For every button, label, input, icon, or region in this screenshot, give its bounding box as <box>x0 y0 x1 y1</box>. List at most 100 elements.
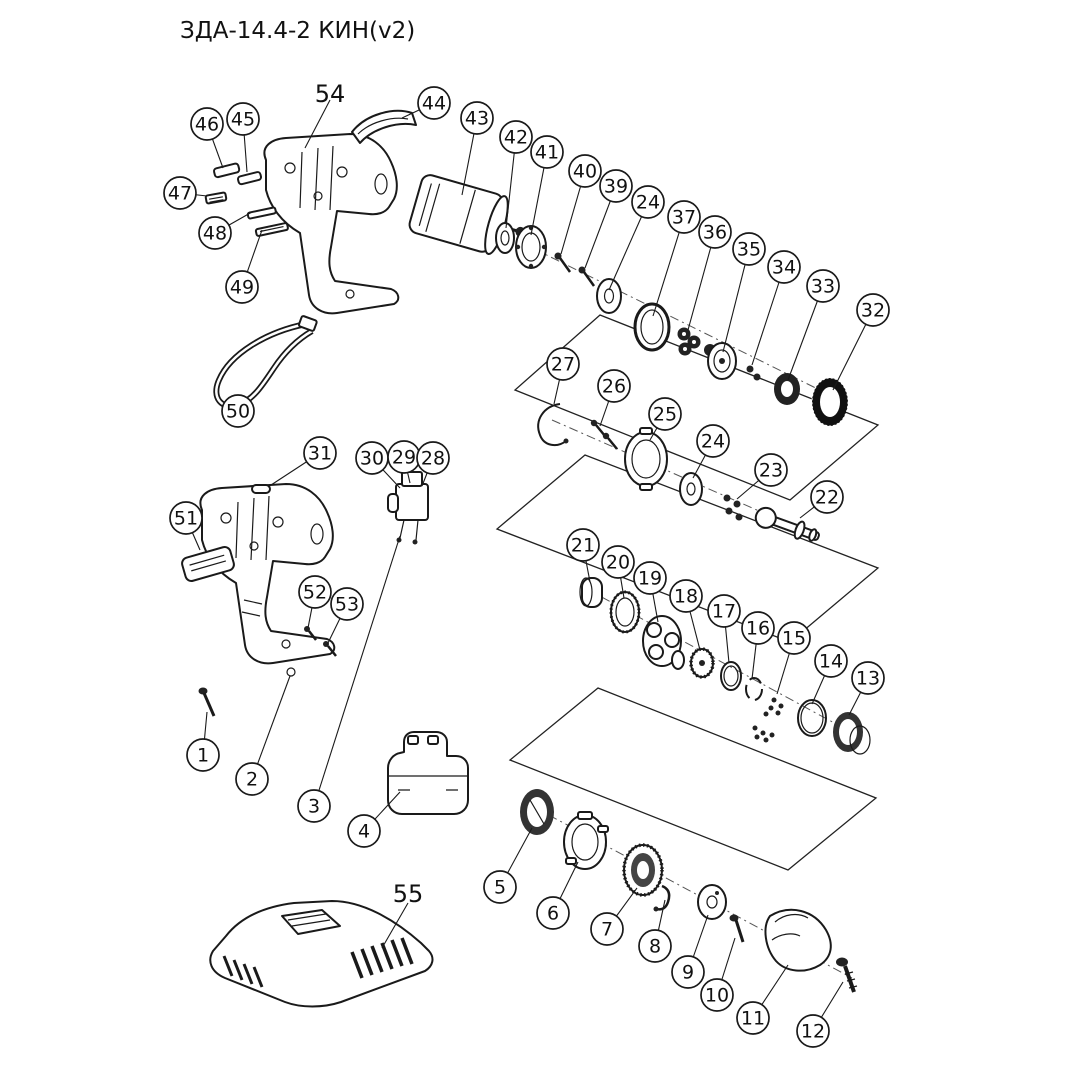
part-slider-31 <box>251 484 271 494</box>
callouts: 54 55 46 45 44 43 42 41 40 39 24 37 36 3… <box>163 80 890 1048</box>
svg-text:37: 37 <box>672 207 696 229</box>
svg-text:33: 33 <box>811 276 835 298</box>
callout-24b: 24 <box>696 424 730 458</box>
svg-text:7: 7 <box>601 919 613 941</box>
svg-text:11: 11 <box>741 1008 765 1030</box>
svg-text:9: 9 <box>682 962 694 984</box>
callout-8: 8 <box>638 929 672 963</box>
part-upper-housing <box>263 133 400 315</box>
svg-text:48: 48 <box>203 223 227 245</box>
callout-29: 29 <box>387 440 421 474</box>
svg-text:41: 41 <box>535 142 559 164</box>
svg-text:6: 6 <box>547 903 559 925</box>
callout-43: 43 <box>460 101 494 135</box>
callout-4: 4 <box>347 814 381 848</box>
callout-20: 20 <box>601 545 635 579</box>
part-screws-26 <box>590 419 618 450</box>
part-hole-2 <box>286 667 296 677</box>
svg-text:18: 18 <box>674 586 698 608</box>
part-circlip-16 <box>745 677 763 701</box>
callout-47: 47 <box>163 176 197 210</box>
part-charger <box>209 900 434 1008</box>
svg-text:40: 40 <box>573 161 597 183</box>
part-bearing-33 <box>774 373 800 405</box>
callout-34: 34 <box>767 250 801 284</box>
svg-text:36: 36 <box>703 222 727 244</box>
part-ring-5 <box>520 789 554 835</box>
svg-text:15: 15 <box>782 628 806 650</box>
svg-text:52: 52 <box>303 582 327 604</box>
part-spring-13 <box>833 712 871 755</box>
part-motor <box>408 174 526 255</box>
part-disc-9 <box>697 884 727 920</box>
svg-text:22: 22 <box>815 487 839 509</box>
svg-text:39: 39 <box>604 176 628 198</box>
callout-33: 33 <box>806 269 840 303</box>
svg-text:21: 21 <box>571 535 595 557</box>
svg-text:2: 2 <box>246 769 258 791</box>
svg-text:34: 34 <box>772 257 796 279</box>
part-ring-gear-20 <box>609 590 641 634</box>
svg-text:4: 4 <box>358 821 370 843</box>
svg-text:19: 19 <box>638 568 662 590</box>
part-pins-34 <box>746 365 761 381</box>
svg-text:47: 47 <box>168 183 192 205</box>
part-planet-gears-36 <box>677 327 701 356</box>
callout-32: 32 <box>856 293 890 327</box>
svg-text:5: 5 <box>494 877 506 899</box>
part-ring-gear-32 <box>811 377 849 427</box>
callout-30: 30 <box>355 441 389 475</box>
part-ring-14 <box>797 699 827 737</box>
svg-text:10: 10 <box>705 985 729 1007</box>
part-switch <box>387 471 429 545</box>
svg-text:42: 42 <box>504 127 528 149</box>
svg-text:27: 27 <box>551 354 575 376</box>
callout-50: 50 <box>221 394 255 428</box>
svg-text:44: 44 <box>422 93 446 115</box>
part-washer-24a <box>596 278 622 314</box>
callout-1: 1 <box>186 738 220 772</box>
part-clip-27 <box>537 403 569 447</box>
part-battery <box>387 731 469 815</box>
callout-5: 5 <box>483 870 517 904</box>
part-screw-1 <box>198 687 216 717</box>
callout-6: 6 <box>536 896 570 930</box>
svg-text:29: 29 <box>392 447 416 469</box>
callout-52: 52 <box>298 575 332 609</box>
part-screw-10 <box>729 914 745 943</box>
callout-28: 28 <box>416 441 450 475</box>
part-gear-18 <box>689 647 715 679</box>
diagram-title: ЗДА-14.4-2 КИН(v2) <box>180 18 415 44</box>
callout-3: 3 <box>297 789 331 823</box>
callout-25: 25 <box>648 397 682 431</box>
svg-text:12: 12 <box>801 1021 825 1043</box>
part-ring-gear-37 <box>633 302 671 352</box>
callout-35: 35 <box>732 232 766 266</box>
svg-text:24: 24 <box>636 192 660 214</box>
part-plate-41 <box>515 225 547 269</box>
callout-7: 7 <box>590 912 624 946</box>
callout-27: 27 <box>546 347 580 381</box>
callout-14: 14 <box>814 644 848 678</box>
part-strap <box>213 315 318 410</box>
callout-42: 42 <box>499 120 533 154</box>
part-screw-53 <box>323 641 337 657</box>
callout-10: 10 <box>700 978 734 1012</box>
svg-text:31: 31 <box>308 443 332 465</box>
callout-16: 16 <box>741 611 775 645</box>
svg-text:8: 8 <box>649 936 661 958</box>
callout-21: 21 <box>566 528 600 562</box>
svg-text:51: 51 <box>174 508 198 530</box>
svg-text:24: 24 <box>701 431 725 453</box>
callout-18: 18 <box>669 579 703 613</box>
svg-text:28: 28 <box>421 448 445 470</box>
callout-46: 46 <box>190 107 224 141</box>
svg-text:16: 16 <box>746 618 770 640</box>
callout-19: 19 <box>633 561 667 595</box>
part-clip-8 <box>653 884 671 912</box>
svg-text:32: 32 <box>861 300 885 322</box>
callout-11: 11 <box>736 1001 770 1035</box>
callout-17: 17 <box>707 594 741 628</box>
